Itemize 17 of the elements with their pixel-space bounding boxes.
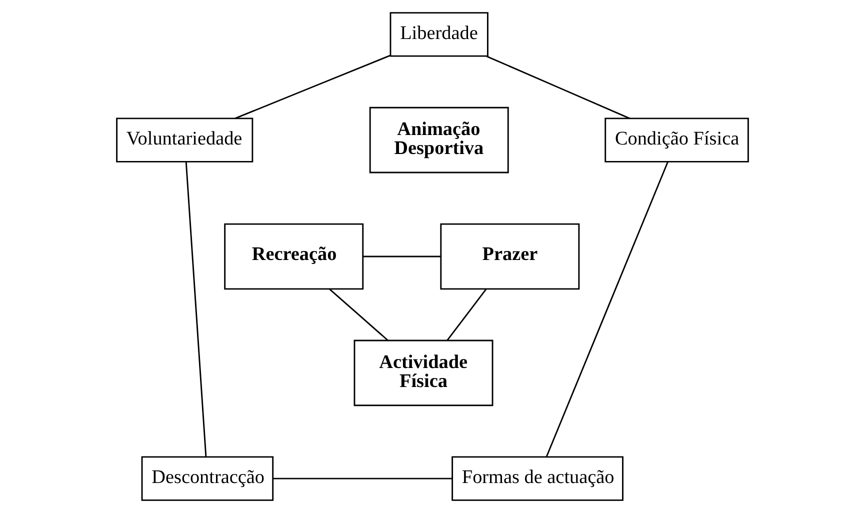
node-box: Voluntariedade [116,118,253,162]
node-box: Prazer [440,223,580,290]
node-box: Actividade Física [353,340,493,406]
connector [272,478,452,480]
node-box: Recreação [224,223,364,290]
connector [234,54,390,119]
node-box: Condição Física [604,118,748,162]
connector [328,288,388,341]
node-box: Animação Desportiva [368,106,508,174]
node-box: Formas de actuação [451,456,623,501]
node-box: Descontracção [140,456,274,501]
connector [184,162,206,457]
connector [545,161,668,457]
node-box: Liberdade [389,12,488,57]
connector [446,288,486,341]
connector [362,256,440,258]
connector [486,56,630,120]
